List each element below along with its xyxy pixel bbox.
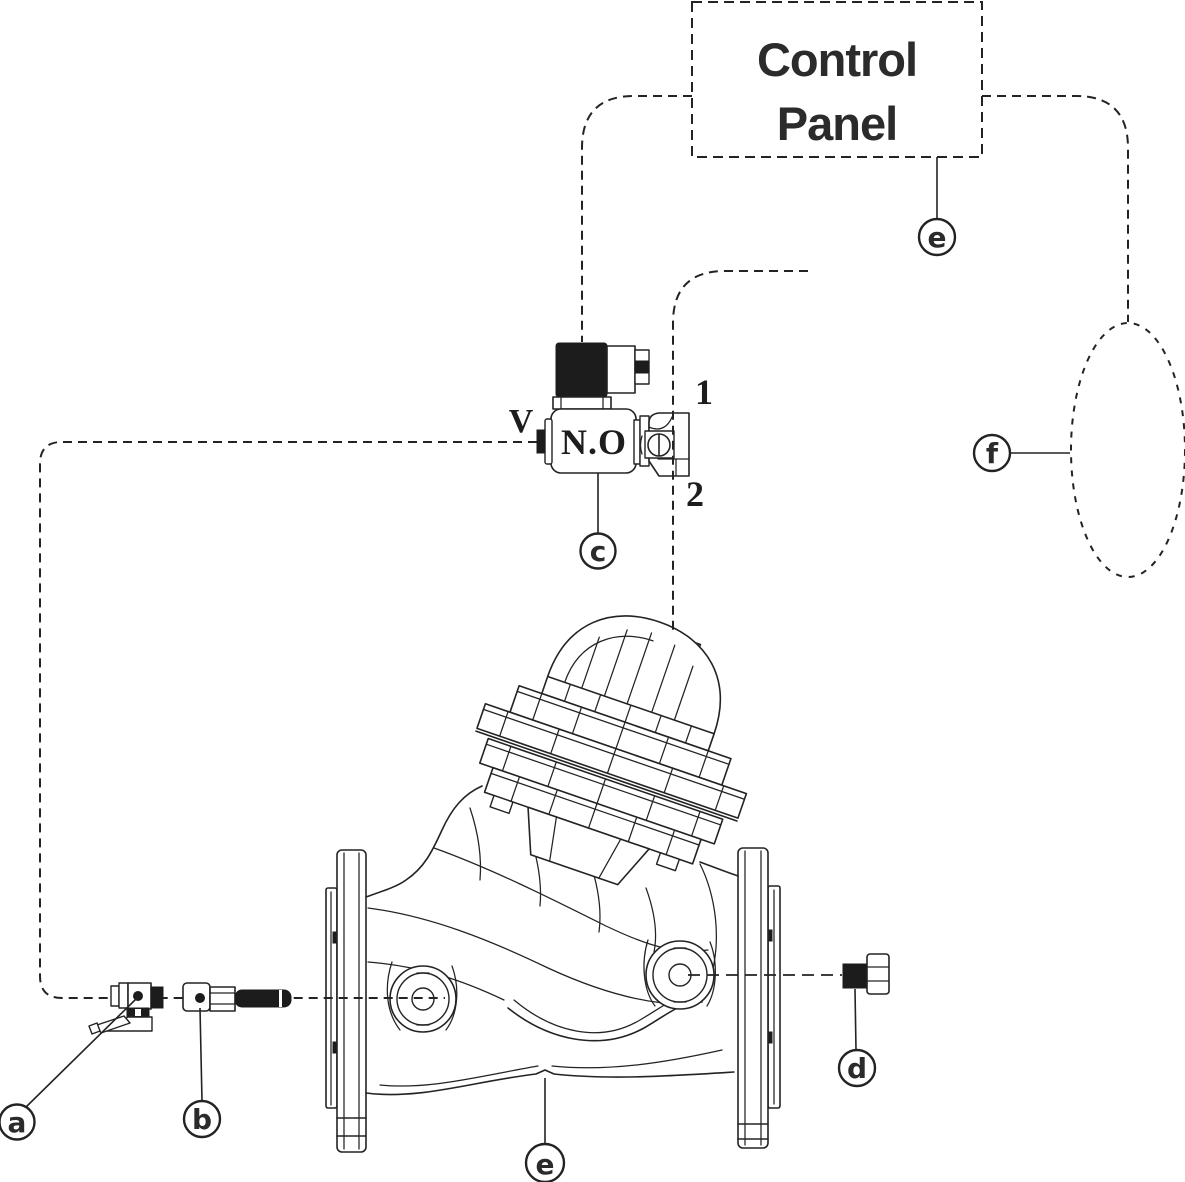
band-edge-line <box>482 690 746 846</box>
port-1-label: 1 <box>695 372 713 412</box>
actuator-bolt-tab <box>489 794 514 815</box>
actuator-neck <box>527 806 650 886</box>
callout-b-letter: b <box>192 1103 212 1136</box>
fitting-a-plate <box>118 982 129 1009</box>
callouts: a b c d e e f <box>0 157 1070 1182</box>
actuator-dome-hatch <box>603 629 628 697</box>
callout-a-leader <box>25 997 138 1108</box>
control-line-v-port <box>39 441 537 999</box>
fitting-d-black-body <box>842 963 868 989</box>
callout-e-top-circle <box>917 217 957 257</box>
callout-c-circle <box>579 532 617 570</box>
solenoid-joiner <box>633 419 641 465</box>
actuator-dome-hatch <box>626 632 653 705</box>
control-panel-box <box>691 1 983 158</box>
callout-e-bottom-circle <box>524 1142 566 1182</box>
body-cross-line <box>645 887 657 953</box>
valve-right-flange <box>737 847 781 1149</box>
fitting-a-handle-tip <box>88 1022 101 1035</box>
solenoid-state-label: N.O <box>561 422 627 462</box>
body-outline-top-left <box>365 785 483 898</box>
solenoid-valve: V N.O 1 2 <box>509 342 713 514</box>
right-port-boss <box>645 940 715 1010</box>
right-flange-plate <box>737 847 769 1149</box>
solenoid-base-plate <box>552 396 612 410</box>
callout-d-circle <box>837 1048 877 1088</box>
fitting-b-restrictor <box>182 982 292 1012</box>
port-block-notch-curve <box>648 416 673 430</box>
fitting-d-hex-nut <box>866 953 890 995</box>
control-line-panel-to-coil <box>581 95 692 342</box>
callout-f-circle <box>972 433 1012 473</box>
fitting-a-stem-slot <box>135 1009 141 1016</box>
actuator-dome-inner-arc <box>564 635 654 683</box>
fitting-b-port-dot <box>195 993 205 1003</box>
band-tick <box>510 776 676 856</box>
callout-a-circle <box>0 1103 36 1141</box>
right-boss-pad-arc <box>643 939 656 1007</box>
control-line-panel-to-float <box>982 95 1129 322</box>
actuator-band-ticks <box>482 683 746 856</box>
band-tick <box>563 683 693 744</box>
body-outline-top-right <box>699 861 739 877</box>
control-panel: Control Panel <box>691 1 983 158</box>
callout-f-letter: f <box>986 437 999 470</box>
actuator-neck-line <box>598 838 622 879</box>
solenoid-v-port-nub <box>536 429 546 454</box>
solenoid-din-connector <box>606 345 636 394</box>
solenoid-coil <box>555 342 608 398</box>
body-bottom-inner-line <box>379 1065 539 1087</box>
actuator-dome-hatch <box>673 665 694 721</box>
callout-e-bottom-letter: e <box>536 1148 555 1181</box>
callout-d-letter: d <box>847 1052 867 1085</box>
fitting-b-barrel-band <box>279 990 282 1007</box>
body-bottom-inner-line <box>551 1049 723 1069</box>
actuator-dome-hatch <box>651 644 676 713</box>
float-ellipse <box>1070 322 1185 578</box>
band-tick <box>501 745 701 837</box>
body-outline-bottom <box>365 1069 735 1096</box>
actuator-bolt-tab <box>655 852 681 872</box>
callout-a-letter: a <box>8 1106 27 1139</box>
band-tick <box>499 710 725 811</box>
port-v-label: V <box>509 403 534 440</box>
control-panel-title-line1: Control <box>757 33 917 86</box>
solenoid-left-flange <box>544 418 553 465</box>
callout-b-circle <box>182 1099 222 1139</box>
actuator-dome <box>546 615 722 735</box>
fitting-a-plate <box>110 985 120 1007</box>
band-tick <box>532 692 709 778</box>
callout-c-letter: c <box>590 535 607 568</box>
control-panel-title-line2: Panel <box>777 97 897 150</box>
control-line-port1 <box>672 270 808 631</box>
port-block-left-arc <box>639 435 643 455</box>
valve-left-flange <box>325 849 367 1153</box>
fitting-b-barrel <box>234 989 292 1008</box>
actuator-dome-hatch <box>581 636 600 689</box>
port-2-label: 2 <box>686 474 704 514</box>
fitting-b-hex-nut <box>209 986 236 1012</box>
left-flange-plate <box>336 849 367 1153</box>
body-contour-line <box>367 907 695 1005</box>
body-cross-line <box>469 807 482 881</box>
actuator-gasket-line <box>475 730 738 822</box>
actuator-neck-line <box>549 816 558 862</box>
solenoid-terminal-band <box>634 360 650 374</box>
valve-actuator <box>475 615 748 886</box>
callout-d-leader <box>854 988 857 1051</box>
callout-b-leader <box>199 1007 203 1102</box>
fitting-d-plug <box>842 953 890 995</box>
right-boss-hole <box>668 963 692 987</box>
callout-e-top-letter: e <box>928 221 947 254</box>
valve-body <box>325 785 781 1153</box>
fitting-a-black-union <box>150 986 164 1009</box>
